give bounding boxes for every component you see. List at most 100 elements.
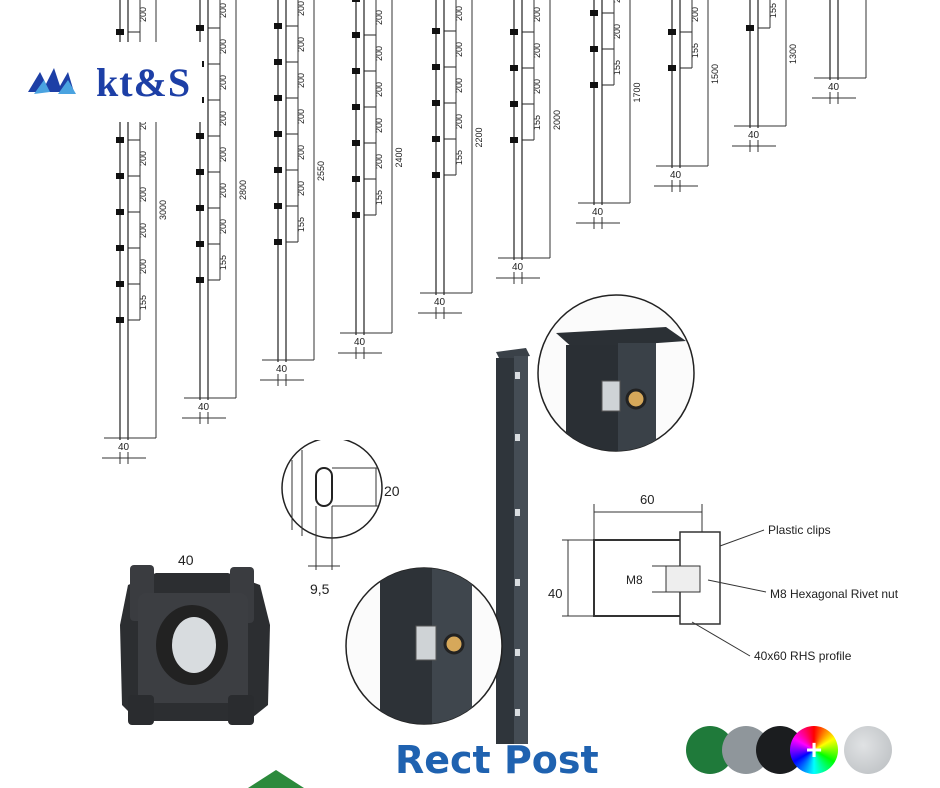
segment-label: 200 [218,111,228,126]
post-drawing: 155200130040 [732,0,798,152]
segment-label: 155 [454,150,464,165]
segment-label: 200 [218,3,228,18]
plastic-clip-photo: 40 [120,552,270,725]
height-label: 2000 [552,110,562,130]
clip-mark [510,137,518,143]
width-label: 40 [198,402,210,413]
clip-mark [116,245,124,251]
segment-label: 155 [138,295,148,310]
clip-mark [352,140,360,146]
segment-label: 200 [138,115,148,130]
clip-mark [432,172,440,178]
clip-mark [196,25,204,31]
clip-mark [432,64,440,70]
clip-mark [668,65,676,71]
brand-name: kt&S [96,59,192,105]
clip-mark [352,212,360,218]
product-title: Rect Post [395,738,599,782]
width-label: 40 [828,82,840,93]
segment-label: 200 [532,43,542,58]
height-label: 1300 [788,44,798,64]
segment-label: 200 [296,109,306,124]
height-label: 1700 [632,82,642,102]
clip-mark [590,46,598,52]
width-label: 40 [434,297,446,308]
slot-detail: 20 9,5 [281,440,400,597]
width-label: 40 [354,337,366,348]
segment-label: 200 [374,154,384,169]
clip-mark [352,68,360,74]
height-label: 2550 [316,161,326,181]
swatch-galvanized[interactable] [844,726,892,774]
segment-label: 200 [454,78,464,93]
segment-label: 200 [296,145,306,160]
nut-label: M8 [626,573,643,587]
clip-mark [116,209,124,215]
segment-label: 200 [454,42,464,57]
clip-mark [432,28,440,34]
swatch-custom[interactable]: + [790,726,838,774]
segment-label: 200 [138,187,148,202]
width-label: 40 [512,262,524,273]
segment-label: 155 [296,217,306,232]
segment-label: 155 [768,3,778,18]
width-label: 40 [592,207,604,218]
segment-label: 200 [138,151,148,166]
clip-mark [352,176,360,182]
clip-mark [590,82,598,88]
segment-label: 155 [532,115,542,130]
height-label: 2800 [238,180,248,200]
clip-mark [352,0,360,2]
segment-label: 155 [374,190,384,205]
post-drawing: 155200200200200200220040 [418,0,484,319]
clip-mark [116,29,124,35]
segment-label: 200 [296,37,306,52]
clip-mark [274,167,282,173]
segment-label: 200 [612,0,622,3]
post-drawing: 40 [812,0,867,104]
height-label: 2200 [474,127,484,147]
segment-label: 200 [296,1,306,16]
clip-mark [196,205,204,211]
clip-mark [432,136,440,142]
section-height-label: 40 [548,586,562,601]
brand-logo: kt&S [12,42,202,122]
clip-mark [510,101,518,107]
width-label: 40 [670,170,682,181]
clip-mark [196,133,204,139]
post-drawing: 155200200170040 [576,0,642,229]
segment-label: 200 [690,7,700,22]
clip-mark [116,317,124,323]
segment-label: 200 [218,147,228,162]
segment-label: 200 [532,79,542,94]
clip-mark [352,104,360,110]
segment-label: 155 [218,255,228,270]
plus-icon: + [805,734,823,765]
clip-mark [668,29,676,35]
clip-mark [196,241,204,247]
slot-height-label: 20 [384,483,400,499]
segment-label: 200 [218,39,228,54]
segment-label: 200 [374,118,384,133]
segment-label: 200 [612,24,622,39]
clip-mark [274,131,282,137]
width-label: 40 [276,364,288,375]
clip-mark [274,23,282,29]
clip-mark [116,173,124,179]
rivet-nut-label: M8 Hexagonal Rivet nut [770,587,899,601]
clip-mark [352,32,360,38]
cross-section-diagram: 60 40 M8 Plastic clips M8 Hexagonal Rive… [548,492,899,663]
segment-label: 200 [218,219,228,234]
height-label: 2400 [394,147,404,167]
height-label: 3000 [158,200,168,220]
fan-logo-icon [28,68,76,94]
clip-mark [274,59,282,65]
segment-label: 200 [138,223,148,238]
segment-label: 200 [374,82,384,97]
rhs-profile-label: 40x60 RHS profile [754,649,852,663]
clip-mark [590,10,598,16]
clip-mark [196,277,204,283]
clip-mark [432,100,440,106]
width-label: 40 [748,130,760,141]
segment-label: 200 [138,7,148,22]
